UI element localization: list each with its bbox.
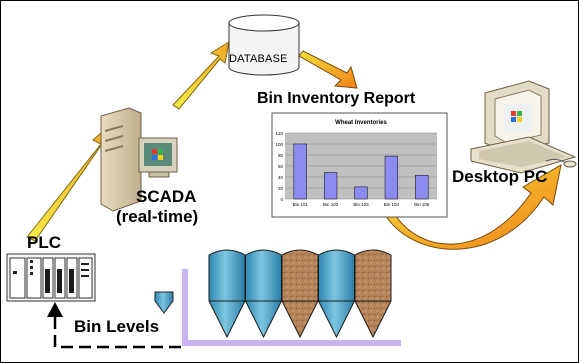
plc-label: PLC <box>27 233 61 252</box>
grain-bin <box>318 249 355 339</box>
bin-level-indicator <box>182 269 401 346</box>
grain-bin <box>281 249 319 339</box>
database-label: DATABASE <box>229 53 288 65</box>
chart-ytick-label: 80 <box>278 153 284 158</box>
chart-ytick-label: 0 <box>280 197 283 202</box>
arrow-plc-to-scada <box>26 124 110 242</box>
chart-bars <box>293 143 429 200</box>
chart-xtick-label: Bin 103 <box>353 202 369 207</box>
bin-levels-feedback <box>47 302 181 349</box>
grain-bin <box>208 249 246 339</box>
chart-ytick-label: 40 <box>278 175 284 180</box>
chart-bar <box>384 155 399 200</box>
scada-computer <box>100 107 178 212</box>
chart-xtick-label: Bin 104 <box>384 202 400 207</box>
chart-ytick-label: 20 <box>278 186 284 191</box>
chart-yticks: 0 20 40 60 80 100 120 <box>275 131 283 202</box>
chart-bar <box>354 186 368 200</box>
database-cylinder <box>228 14 300 76</box>
grain-bin <box>245 249 282 339</box>
chart-xtick-label: Bin 102 <box>323 202 339 207</box>
scada-subtitle: (real-time) <box>116 207 199 226</box>
chart-ytick-label: 60 <box>278 164 284 169</box>
chart-xticks: Bin 101 Bin 102 Bin 103 Bin 104 Bin 105 <box>293 202 430 207</box>
report-title: Bin Inventory Report <box>257 90 416 107</box>
grain-bin <box>354 249 392 339</box>
plc-rack <box>6 253 96 302</box>
chart-title: Wheat Inventories <box>335 120 387 126</box>
bin-levels-label: Bin Levels <box>74 317 160 336</box>
chart-ytick-label: 120 <box>275 131 283 136</box>
arrow-scada-to-database <box>172 40 230 110</box>
desktop-pc <box>470 80 577 174</box>
chart-ytick-label: 100 <box>275 142 283 147</box>
desktop-pc-label: Desktop PC <box>452 167 548 186</box>
arrow-report-to-desktop <box>383 164 562 250</box>
level-sensor-icon <box>154 291 174 314</box>
chart-xtick-label: Bin 101 <box>293 202 309 207</box>
arrow-database-to-report <box>298 50 358 89</box>
chart-xtick-label: Bin 105 <box>414 202 430 207</box>
chart-bar <box>293 143 307 200</box>
scada-label: SCADA <box>136 187 197 206</box>
chart-bar <box>415 175 429 200</box>
grain-bins <box>208 249 392 339</box>
chart-bar <box>323 172 338 200</box>
